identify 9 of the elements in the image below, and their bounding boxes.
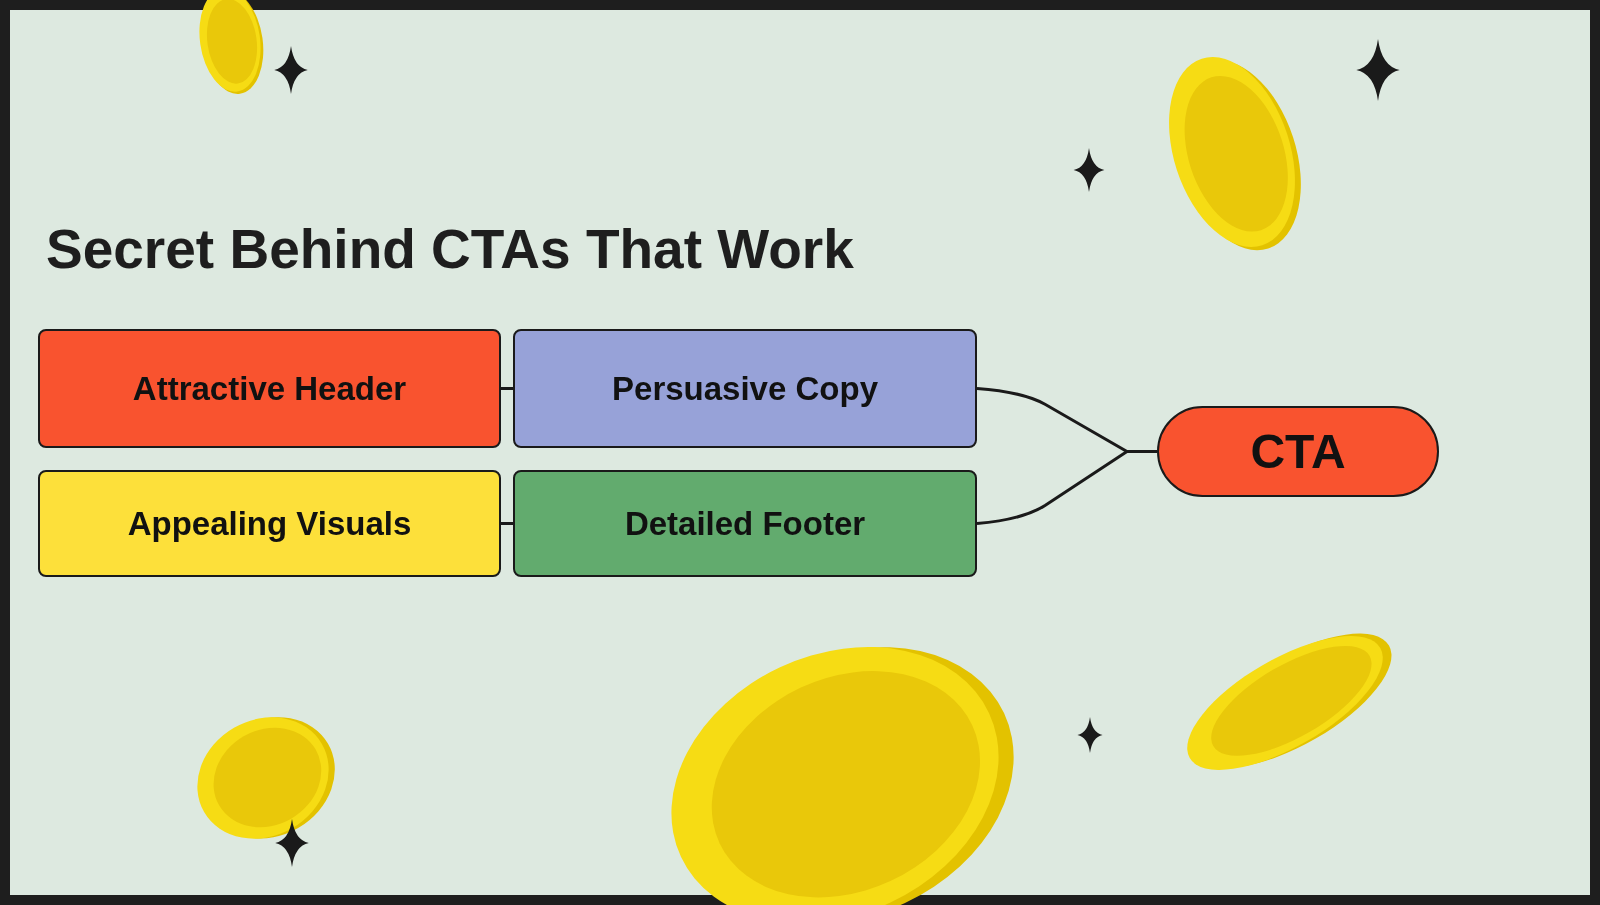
- title: Secret Behind CTAs That Work: [46, 222, 854, 277]
- connector-line: [501, 522, 513, 525]
- connector-line: [976, 450, 1157, 525]
- feature-box: Detailed Footer: [513, 470, 977, 577]
- cta-pill: CTA: [1157, 406, 1439, 497]
- feature-box: Persuasive Copy: [513, 329, 977, 448]
- connector-line: [501, 387, 513, 390]
- feature-box: Attractive Header: [38, 329, 501, 448]
- feature-box: Appealing Visuals: [38, 470, 501, 577]
